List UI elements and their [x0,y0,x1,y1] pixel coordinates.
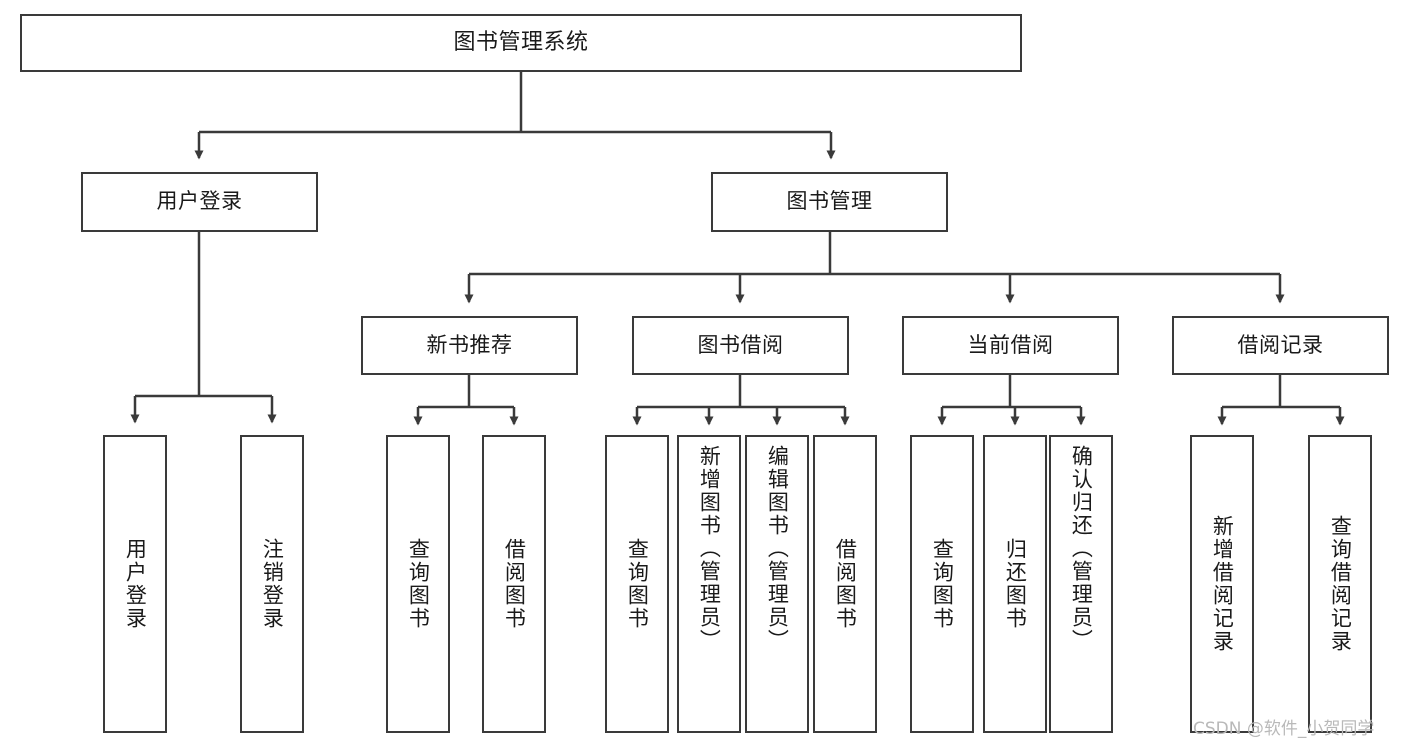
node-leaf-confirm-return[interactable]: 确认归还（管理员） [1049,435,1113,733]
node-book-borrow[interactable]: 图书借阅 [632,316,849,375]
node-book-manage-label: 图书管理 [786,189,873,214]
node-leaf-borrow-book[interactable]: 借阅图书 [813,435,877,733]
node-leaf-add-book[interactable]: 新增图书（管理员） [677,435,741,733]
node-leaf-borrow-book-label: 借阅图书 [833,538,858,630]
node-leaf-query-book-cur-label: 查询图书 [930,538,955,630]
node-borrow-record-label: 借阅记录 [1237,332,1324,357]
node-root[interactable]: 图书管理系统 [20,14,1022,72]
node-leaf-query-record[interactable]: 查询借阅记录 [1308,435,1372,733]
node-leaf-add-record[interactable]: 新增借阅记录 [1190,435,1254,733]
node-current-borrow-label: 当前借阅 [967,332,1054,357]
node-leaf-query-book-borrow-label: 查询图书 [625,538,650,630]
node-book-manage[interactable]: 图书管理 [711,172,948,232]
node-borrow-record[interactable]: 借阅记录 [1172,316,1389,375]
node-leaf-user-login-label: 用户登录 [123,538,148,630]
node-leaf-user-login[interactable]: 用户登录 [103,435,167,733]
node-leaf-query-record-label: 查询借阅记录 [1328,515,1353,653]
node-new-book-rec[interactable]: 新书推荐 [361,316,578,375]
node-leaf-return-book[interactable]: 归还图书 [983,435,1047,733]
node-user-login[interactable]: 用户登录 [81,172,318,232]
node-leaf-add-record-label: 新增借阅记录 [1210,515,1235,653]
node-leaf-query-book-borrow[interactable]: 查询图书 [605,435,669,733]
node-current-borrow[interactable]: 当前借阅 [902,316,1119,375]
node-leaf-add-book-label: 新增图书（管理员） [697,445,722,652]
node-leaf-logout[interactable]: 注销登录 [240,435,304,733]
node-leaf-borrow-book-rec-label: 借阅图书 [502,538,527,630]
node-leaf-query-book-cur[interactable]: 查询图书 [910,435,974,733]
node-leaf-confirm-return-label: 确认归还（管理员） [1069,445,1094,652]
node-leaf-return-book-label: 归还图书 [1003,538,1028,630]
node-leaf-query-book-rec-label: 查询图书 [406,538,431,630]
node-book-borrow-label: 图书借阅 [697,332,784,357]
csdn-watermark: CSDN @软件_小贺同学 [1193,719,1375,739]
node-leaf-logout-label: 注销登录 [260,538,285,630]
node-leaf-borrow-book-rec[interactable]: 借阅图书 [482,435,546,733]
node-root-label: 图书管理系统 [453,29,589,55]
node-new-book-rec-label: 新书推荐 [426,332,513,357]
node-leaf-edit-book[interactable]: 编辑图书（管理员） [745,435,809,733]
node-leaf-query-book-rec[interactable]: 查询图书 [386,435,450,733]
node-user-login-label: 用户登录 [156,189,243,214]
node-leaf-edit-book-label: 编辑图书（管理员） [765,445,790,652]
